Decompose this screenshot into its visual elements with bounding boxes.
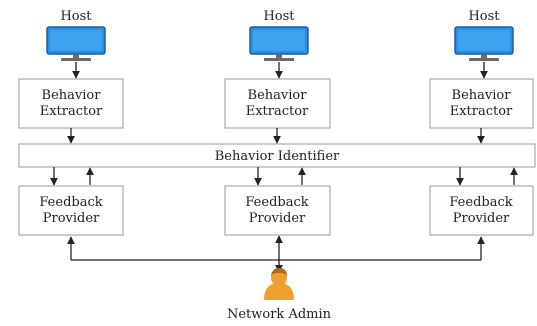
provider-line-1: Feedback bbox=[245, 195, 308, 210]
feedback-provider-box: Feedback Provider bbox=[18, 185, 124, 236]
host-label: Host bbox=[468, 9, 500, 24]
host-label: Host bbox=[60, 9, 92, 24]
feedback-provider-box: Feedback Provider bbox=[224, 185, 331, 236]
behavior-extractor-box: Behavior Extractor bbox=[18, 78, 124, 129]
host-column-3: Host bbox=[454, 9, 514, 61]
extractor-line-2: Extractor bbox=[450, 104, 513, 119]
identifier-label: Behavior Identifier bbox=[215, 149, 340, 164]
provider-line-2: Provider bbox=[249, 211, 306, 226]
extractor-line-1: Behavior bbox=[42, 88, 102, 103]
behavior-identifier-box: Behavior Identifier bbox=[18, 143, 536, 168]
monitor-icon bbox=[249, 26, 309, 61]
behavior-extractor-box: Behavior Extractor bbox=[224, 78, 331, 129]
host-column-1: Host bbox=[46, 9, 106, 61]
monitor-icon bbox=[46, 26, 106, 61]
provider-line-1: Feedback bbox=[39, 195, 102, 210]
provider-line-2: Provider bbox=[453, 211, 510, 226]
host-column-2: Host bbox=[249, 9, 309, 61]
extractor-line-1: Behavior bbox=[248, 88, 308, 103]
extractor-line-2: Extractor bbox=[246, 104, 309, 119]
admin-label: Network Admin bbox=[227, 307, 332, 322]
provider-line-1: Feedback bbox=[449, 195, 512, 210]
feedback-provider-box: Feedback Provider bbox=[429, 185, 534, 236]
host-label: Host bbox=[263, 9, 295, 24]
admin-connector bbox=[67, 235, 485, 273]
extractor-line-2: Extractor bbox=[40, 104, 103, 119]
provider-line-2: Provider bbox=[43, 211, 100, 226]
person-icon bbox=[264, 268, 294, 300]
monitor-icon bbox=[454, 26, 514, 61]
extractor-line-1: Behavior bbox=[452, 88, 512, 103]
behavior-extractor-box: Behavior Extractor bbox=[429, 78, 534, 129]
